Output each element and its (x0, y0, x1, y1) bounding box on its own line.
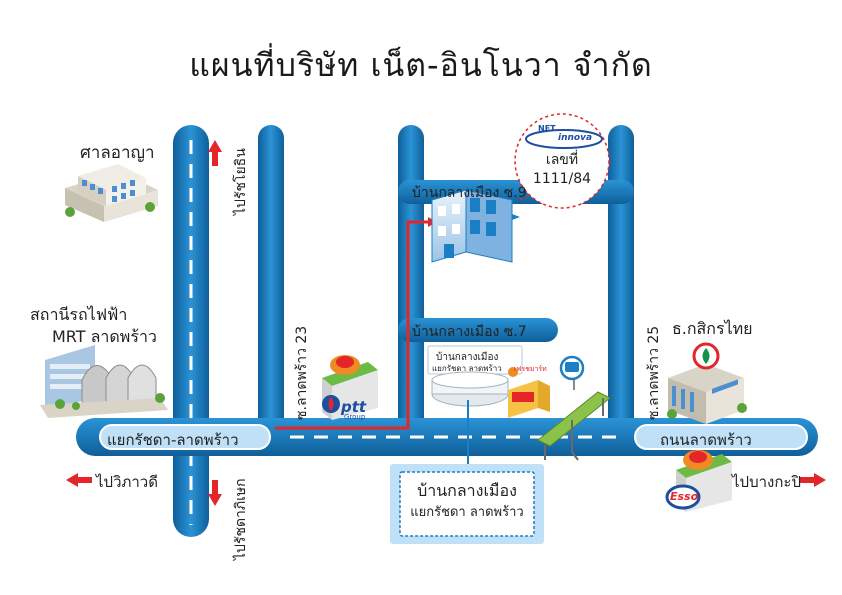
company-no-value: 1111/84 (532, 171, 592, 187)
label-court: ศาลอาญา (80, 143, 155, 163)
ptt-logo: ptt (341, 398, 367, 416)
label-to-bangkapi: ไปบางกะปิ (732, 473, 801, 491)
info-box-line1: บ้านกลางเมือง (417, 481, 517, 500)
mrt-station-icon (40, 345, 168, 418)
label-mall-line2: แยกรัชดา ลาดพร้าว (432, 364, 502, 373)
arrow-down-icon (208, 480, 222, 506)
company-logo-bottom: innova (558, 133, 593, 143)
company-building-icon (431, 189, 520, 263)
page-title: แผนที่บริษัท เน็ต-อินโนวา จำกัด (189, 46, 653, 84)
road-soi25 (608, 125, 634, 445)
label-mall-line1: บ้านกลางเมือง (436, 352, 499, 363)
company-logo-top: NET (538, 124, 556, 133)
direction-arrows (66, 140, 826, 506)
road-label-ratchada-ladprao: แยกรัชดา-ลาดพร้าว (107, 431, 239, 449)
road-label-ladprao: ถนนลาดพร้าว (660, 431, 752, 449)
footbridge-icon (537, 378, 611, 461)
esso-station-icon (665, 450, 732, 512)
arrow-left-icon (66, 473, 92, 487)
road-soi7 (398, 318, 558, 342)
shop-sign: เฟรชมาร์ท (514, 365, 547, 373)
court-building-icon (65, 164, 158, 222)
arrow-right-icon (800, 473, 826, 487)
label-mrt-line1: สถานีรถไฟฟ้า (30, 305, 128, 324)
road-soi23 (258, 125, 284, 445)
road-soi9 (398, 125, 424, 445)
label-soi25: ซ.ลาดพร้าว 25 (646, 325, 662, 420)
company-no-label: เลขที่ (545, 152, 579, 168)
label-village-soi9: บ้านกลางเมือง ซ.9 (412, 185, 527, 201)
company-bubble (514, 113, 610, 209)
kasikorn-bank-icon (667, 342, 747, 424)
arrow-up-icon (208, 140, 222, 166)
bus-stop-icon (559, 355, 585, 381)
label-kasikorn: ธ.กสิกรไทย (672, 319, 753, 338)
info-box-line2: แยกรัชดา ลาดพร้าว (410, 505, 524, 520)
label-to-vibhavadi: ไปวิภาวดี (96, 473, 158, 491)
label-village-soi7: บ้านกลางเมือง ซ.7 (412, 324, 527, 340)
ptt-logo-sub: Group (344, 413, 366, 421)
info-box (390, 400, 544, 544)
label-to-ratchayothin: ไปรัชโยธิน (233, 148, 249, 215)
label-soi23: ซ.ลาดพร้าว 23 (294, 325, 310, 420)
road-network (76, 125, 818, 537)
mall-building-icon (427, 345, 523, 407)
label-to-ratchadaphisek: ไปรัชดาภิเษก (233, 478, 249, 560)
shop-24-icon (508, 380, 550, 418)
road-ratchada (173, 125, 209, 537)
ptt-station-icon (322, 355, 378, 420)
esso-logo: Esso (670, 490, 699, 503)
label-mrt-line2: MRT ลาดพร้าว (52, 327, 157, 346)
